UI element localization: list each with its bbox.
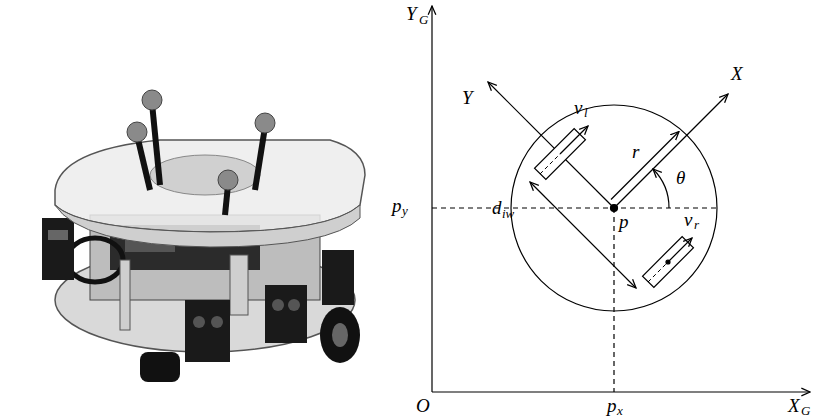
axis-label: X	[788, 396, 800, 415]
axis-label: Y	[462, 88, 473, 107]
velocity-label: v	[684, 210, 692, 229]
marker-stick	[137, 135, 150, 190]
axis-subscript: G	[419, 13, 428, 26]
velocity-subscript: l	[584, 106, 588, 119]
center-point	[611, 205, 618, 212]
distance-label: d	[492, 198, 502, 217]
front-sensor	[265, 285, 307, 343]
robot-photo	[42, 90, 365, 382]
distance-subscript: iw	[502, 207, 514, 220]
marker-stick	[152, 103, 160, 185]
axis-label: X	[731, 64, 743, 83]
body-y-axis	[488, 82, 614, 208]
drive-wheel	[320, 307, 360, 363]
point-label: p	[619, 212, 629, 231]
px-guide	[613, 208, 614, 392]
left-velocity-arrow	[560, 126, 588, 154]
coordinate-subscript: x	[617, 404, 623, 417]
axis-label: Y	[406, 4, 417, 23]
right-velocity-arrow	[668, 238, 692, 262]
side-sensor	[322, 250, 354, 305]
top-plate-edge	[55, 205, 360, 247]
marker-base	[150, 155, 260, 195]
cable-loop	[67, 238, 123, 282]
kinematic-diagram	[432, 6, 810, 392]
coordinate-subscript: y	[402, 204, 408, 217]
origin-label: O	[416, 396, 430, 415]
side-sensor	[42, 218, 74, 280]
top-plate	[55, 140, 365, 232]
global-y-axis	[431, 6, 432, 392]
marker-ball	[218, 170, 238, 190]
coordinate-label: p	[392, 196, 402, 215]
velocity-label: v	[574, 98, 582, 117]
marker-stick	[255, 127, 265, 190]
standoff	[120, 260, 130, 330]
wheel-hub	[332, 323, 348, 347]
velocity-subscript: r	[694, 218, 699, 231]
sensor-eye	[48, 230, 68, 240]
body-x-axis	[614, 94, 728, 208]
sensor-eye	[193, 316, 205, 328]
right-wheel	[643, 237, 694, 288]
marker-ball	[142, 90, 162, 110]
theta-arc	[653, 169, 669, 208]
axis-subscript: G	[801, 404, 810, 417]
sensor-eye	[288, 299, 300, 311]
global-x-axis	[432, 391, 810, 392]
radius-arrow	[611, 132, 679, 200]
sensor-eye	[272, 299, 284, 311]
wheel-distance-arrow	[530, 182, 636, 288]
radius-label: r	[632, 142, 639, 161]
marker-ball	[127, 122, 147, 142]
sensor-eye	[211, 316, 223, 328]
marker-ball	[255, 113, 275, 133]
py-guide	[432, 207, 720, 208]
coordinate-label: p	[607, 396, 617, 415]
standoff	[230, 255, 248, 315]
caster	[140, 352, 180, 382]
front-sensor	[185, 300, 230, 362]
angle-label: θ	[676, 168, 685, 187]
